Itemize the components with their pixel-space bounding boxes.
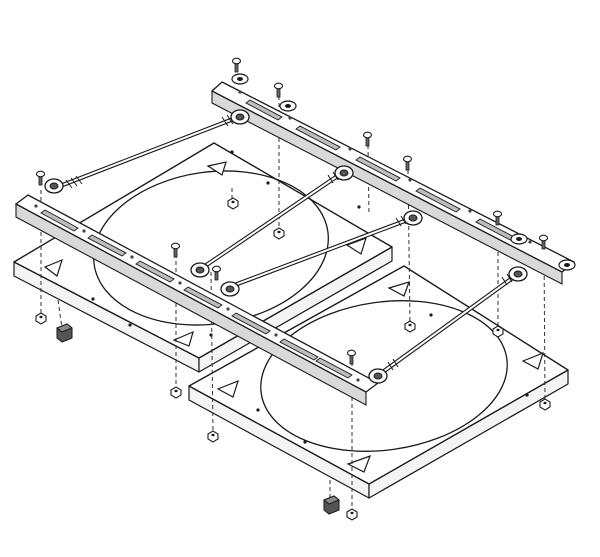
screws	[35, 57, 549, 365]
screw-icon	[35, 170, 46, 186]
screw-icon	[273, 82, 284, 98]
screw-icon	[211, 265, 222, 281]
tie-rod	[57, 115, 239, 189]
rubber-foot-icon	[323, 495, 340, 515]
corner-marker	[345, 237, 367, 255]
corner-marker	[521, 351, 544, 370]
rail-rear	[210, 73, 576, 285]
screw-icon	[362, 131, 373, 147]
screw-icon	[170, 242, 181, 258]
screw-icon	[346, 349, 357, 365]
nuts	[35, 197, 551, 521]
screw-icon	[538, 234, 549, 250]
corner-marker	[43, 258, 63, 277]
mounting-plate-left	[13, 142, 393, 373]
nut-icon	[207, 430, 219, 443]
corner-marker	[346, 454, 372, 473]
corner-marker	[216, 379, 239, 398]
nut-icon	[170, 386, 182, 399]
tie-rods	[57, 114, 521, 377]
nut-icon	[273, 227, 285, 240]
screw-icon	[231, 57, 242, 73]
rubber-feet	[56, 323, 340, 515]
corner-marker	[387, 281, 410, 297]
tie-rod	[229, 216, 413, 289]
nut-icon	[404, 320, 416, 333]
screw-icon	[402, 155, 413, 171]
tie-rod	[377, 271, 521, 377]
nut-icon	[346, 508, 358, 521]
nut-icon	[35, 312, 47, 325]
turntable-circle-right	[260, 300, 508, 452]
rail-front	[14, 178, 388, 406]
nut-icon	[539, 398, 551, 411]
nut-icon	[492, 325, 504, 338]
tie-rod	[199, 170, 345, 271]
screw-icon	[492, 210, 503, 226]
rubber-foot-icon	[56, 323, 73, 343]
corner-marker	[206, 161, 227, 176]
corner-marker	[172, 330, 194, 347]
nut-icon	[227, 197, 239, 210]
